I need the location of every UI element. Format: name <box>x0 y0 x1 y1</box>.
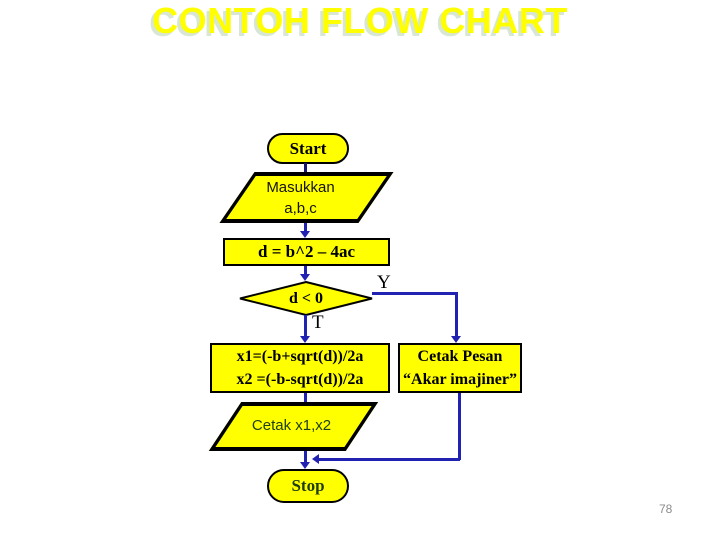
page-number: 78 <box>659 502 673 516</box>
process-box: d = b^2 – 4ac <box>223 238 390 266</box>
message-line2: “Akar imajiner” <box>403 371 517 388</box>
roots-line2: x2 =(-b-sqrt(d))/2a <box>236 371 364 388</box>
arrowhead-input-process <box>300 231 310 238</box>
connector-start-input <box>304 163 307 173</box>
arrowhead-process-decision <box>300 274 310 281</box>
process-label: d = b^2 – 4ac <box>257 242 356 261</box>
input-label-line2: a,b,c <box>284 200 317 217</box>
connector-input-process <box>304 223 307 232</box>
decision-yes-label: Y <box>377 272 391 293</box>
arrowhead-no-branch <box>300 336 310 343</box>
output-label: Cetak x1,x2 <box>251 417 332 434</box>
return-hline <box>319 458 460 461</box>
return-vline <box>458 393 461 460</box>
connector-process-decision <box>304 266 307 275</box>
message-line1: Cetak Pesan <box>417 348 503 365</box>
message-box: Cetak Pesan “Akar imajiner” <box>398 343 522 393</box>
arrowhead-yes-branch <box>451 336 461 343</box>
stop-label: Stop <box>291 476 325 495</box>
input-label: Masukkan a,b,c <box>231 177 370 219</box>
slide-title: CONTOH FLOW CHART <box>152 0 568 41</box>
roots-label: x1=(-b+sqrt(d))/2a x2 =(-b-sqrt(d))/2a <box>237 345 364 391</box>
connector-roots-output <box>304 393 307 402</box>
arrowhead-return <box>312 454 319 464</box>
branch-yes-vline <box>455 292 458 337</box>
roots-line1: x1=(-b+sqrt(d))/2a <box>236 348 364 365</box>
branch-no-line <box>304 315 307 336</box>
roots-box: x1=(-b+sqrt(d))/2a x2 =(-b-sqrt(d))/2a <box>210 343 390 393</box>
branch-yes-hline <box>372 292 458 295</box>
input-label-line1: Masukkan <box>266 179 335 196</box>
connector-output-stop <box>304 451 307 463</box>
stop-terminator: Stop <box>267 469 349 503</box>
decision-label: d < 0 <box>288 289 323 307</box>
arrowhead-output-stop <box>300 462 310 469</box>
start-terminator: Start <box>267 133 349 164</box>
decision-no-label: T <box>312 312 324 333</box>
start-label: Start <box>289 138 327 158</box>
message-label: Cetak Pesan “Akar imajiner” <box>403 345 517 391</box>
